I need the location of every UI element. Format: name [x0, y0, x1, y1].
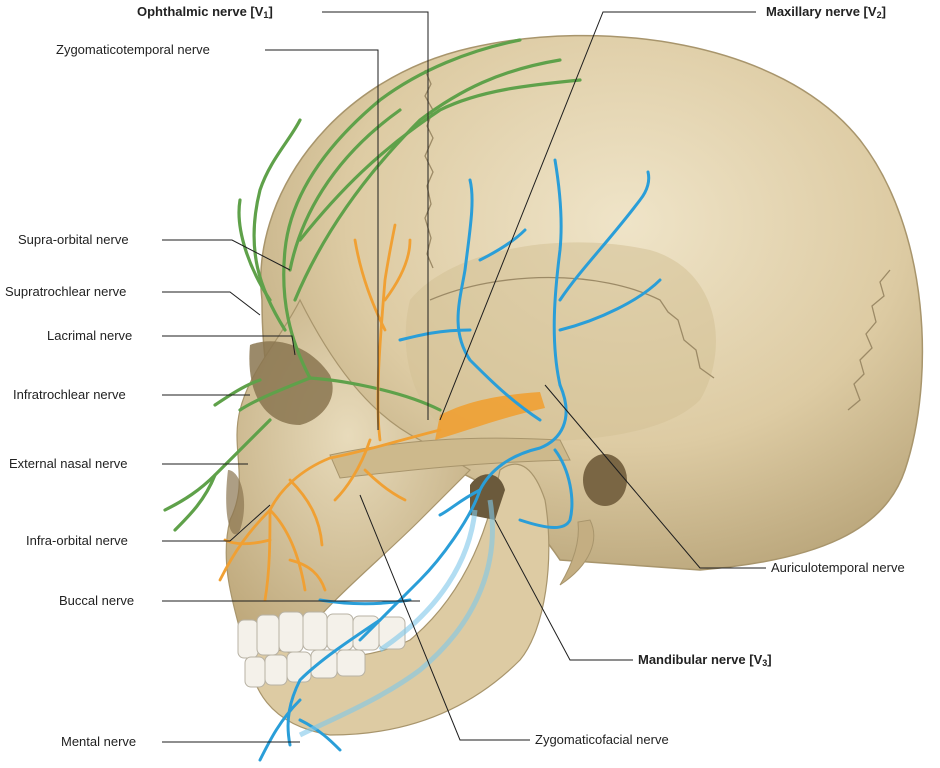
skull	[225, 34, 924, 736]
label-supratrochlear-nerve: Supratrochlear nerve	[5, 284, 127, 299]
mandibular-notch	[470, 474, 505, 520]
zygomatic-arch	[329, 437, 571, 479]
squamous-suture	[429, 276, 715, 379]
label-mental-nerve: Mental nerve	[61, 734, 137, 749]
styloid-process	[559, 519, 595, 586]
label-buccal-nerve: Buccal nerve	[59, 593, 135, 608]
lambdoid-suture	[847, 269, 891, 411]
label-maxillary-end: ]	[881, 4, 886, 19]
nasal-aperture	[226, 470, 245, 535]
temporal-fossa	[405, 242, 716, 442]
label-lacrimal-nerve: Lacrimal nerve	[47, 328, 133, 343]
label-auriculotemporal-nerve: Auriculotemporal nerve	[771, 560, 905, 575]
label-ophthalmic-end: ]	[268, 4, 273, 19]
label-infratrochlear-nerve: Infratrochlear nerve	[13, 387, 126, 402]
label-mandibular-nerve: Mandibular nerve [V3]	[638, 652, 772, 668]
maxillary-nerve-branches	[218, 223, 545, 602]
label-maxillary-sub: 2	[876, 10, 882, 20]
label-mandibular-text: Mandibular nerve [V	[638, 652, 763, 667]
inferior-alveolar-nerve	[298, 499, 495, 738]
ophthalmic-nerve-branches	[163, 38, 582, 532]
orbit	[249, 341, 333, 425]
label-zygomaticofacial-nerve: Zygomaticofacial nerve	[535, 732, 669, 747]
coronal-suture	[424, 69, 434, 269]
leader-lines	[162, 11, 766, 743]
label-mandibular-end: ]	[767, 652, 772, 667]
label-external-nasal-nerve: External nasal nerve	[9, 456, 128, 471]
label-supra-orbital-nerve: Supra-orbital nerve	[18, 232, 129, 247]
label-ophthalmic-sub: 1	[263, 10, 269, 20]
label-maxillary-text: Maxillary nerve [V	[766, 4, 877, 19]
label-ophthalmic-nerve: Ophthalmic nerve [V1]	[137, 4, 273, 20]
label-infra-orbital-nerve: Infra-orbital nerve	[26, 533, 128, 548]
label-maxillary-nerve: Maxillary nerve [V2]	[766, 4, 886, 20]
external-acoustic-meatus	[583, 454, 627, 506]
label-mandibular-sub: 3	[762, 658, 768, 668]
label-ophthalmic-text: Ophthalmic nerve [V	[137, 4, 264, 19]
label-zygomaticotemporal-nerve: Zygomaticotemporal nerve	[56, 42, 210, 57]
